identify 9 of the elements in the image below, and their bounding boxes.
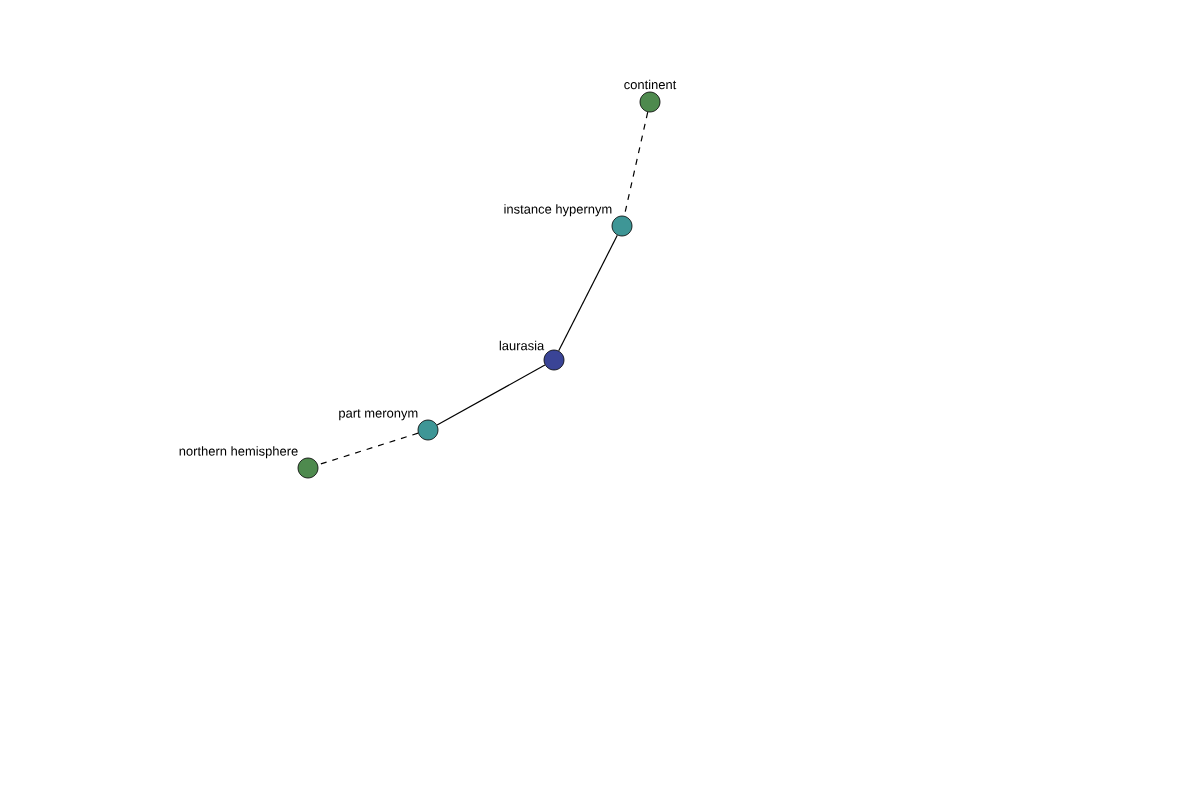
connector-line bbox=[558, 234, 618, 352]
connector-line bbox=[436, 364, 546, 426]
graph-node bbox=[611, 215, 633, 237]
connector-line bbox=[317, 432, 419, 466]
graph-node bbox=[297, 457, 319, 479]
graph-node bbox=[417, 419, 439, 441]
connector-line bbox=[623, 111, 649, 217]
graph-node bbox=[543, 349, 565, 371]
graph-node bbox=[639, 91, 661, 113]
